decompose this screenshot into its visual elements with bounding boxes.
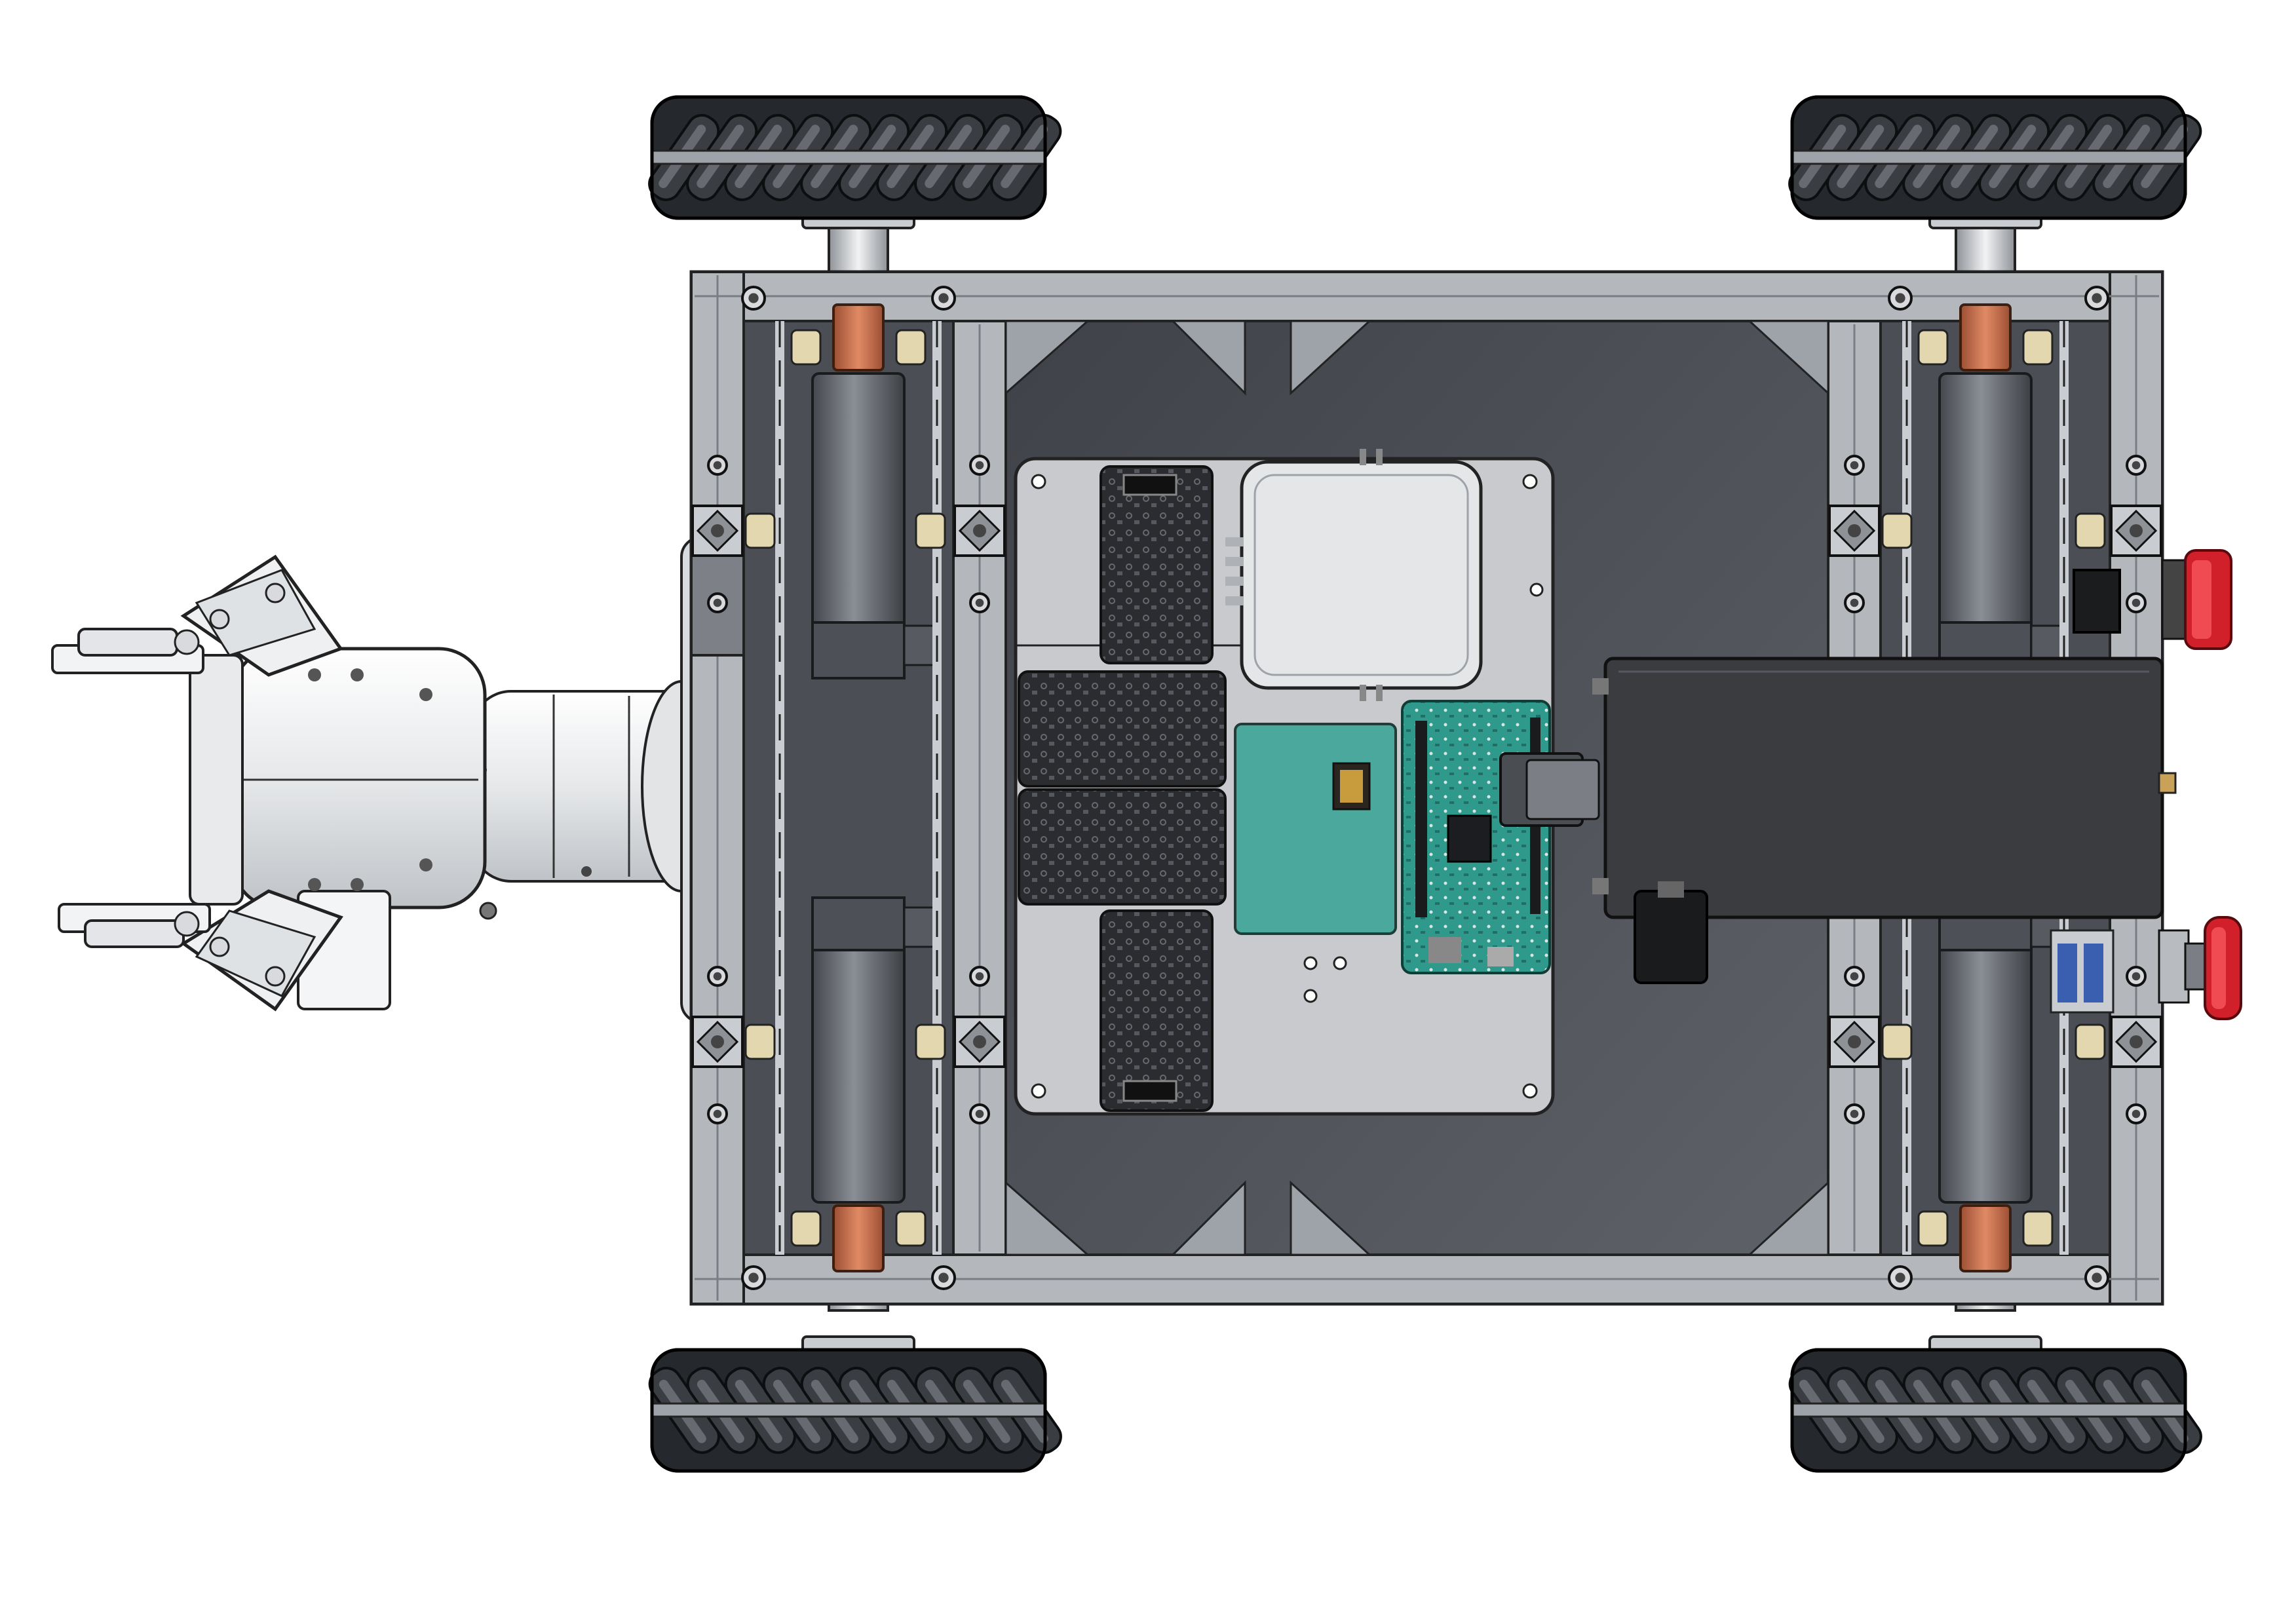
robot-arm [51, 536, 735, 1023]
gripper-screws [308, 668, 432, 891]
power-switch[interactable] [2073, 569, 2121, 634]
copper-coupler [832, 1204, 885, 1272]
microcontroller-chip [1447, 814, 1492, 863]
battery-connector [1634, 890, 1708, 984]
emergency-stop-button-icon[interactable] [2161, 549, 2232, 650]
side-controls [2050, 569, 2121, 1014]
arduino-board [1401, 700, 1600, 974]
power-module [1225, 449, 1483, 701]
gripper-finger-upper [51, 554, 343, 677]
wheel-rear-right mecanum-wheel-icon [1788, 1247, 2202, 1473]
gripper-palm [189, 654, 244, 906]
motor-driver-3 [1018, 788, 1227, 906]
motor-driver-2 [1018, 670, 1227, 788]
corner-gussets [1004, 320, 1829, 1256]
frame-brackets [691, 286, 2162, 1290]
copper-coupler [1959, 1204, 2012, 1272]
copper-coupler [1959, 303, 2012, 372]
electronics [1014, 449, 2242, 1116]
motor-driver-4 [1100, 909, 1214, 1112]
motor-left-rear [811, 896, 942, 1272]
emergency-stop-button-icon-2[interactable] [2158, 916, 2242, 1020]
wheel-front-left mecanum-wheel-icon [648, 95, 1062, 273]
wheel-front-right mecanum-wheel-icon [1788, 95, 2202, 273]
gripper-finger-lower [58, 889, 343, 1012]
teal-sensor-board [1234, 723, 1397, 935]
motor-driver-1 [1100, 465, 1214, 664]
copper-coupler [832, 303, 885, 372]
motor-drivers [1018, 465, 1227, 1112]
wheels [648, 95, 2202, 1473]
gripper-body [231, 647, 487, 909]
battery-box [1592, 657, 2177, 984]
